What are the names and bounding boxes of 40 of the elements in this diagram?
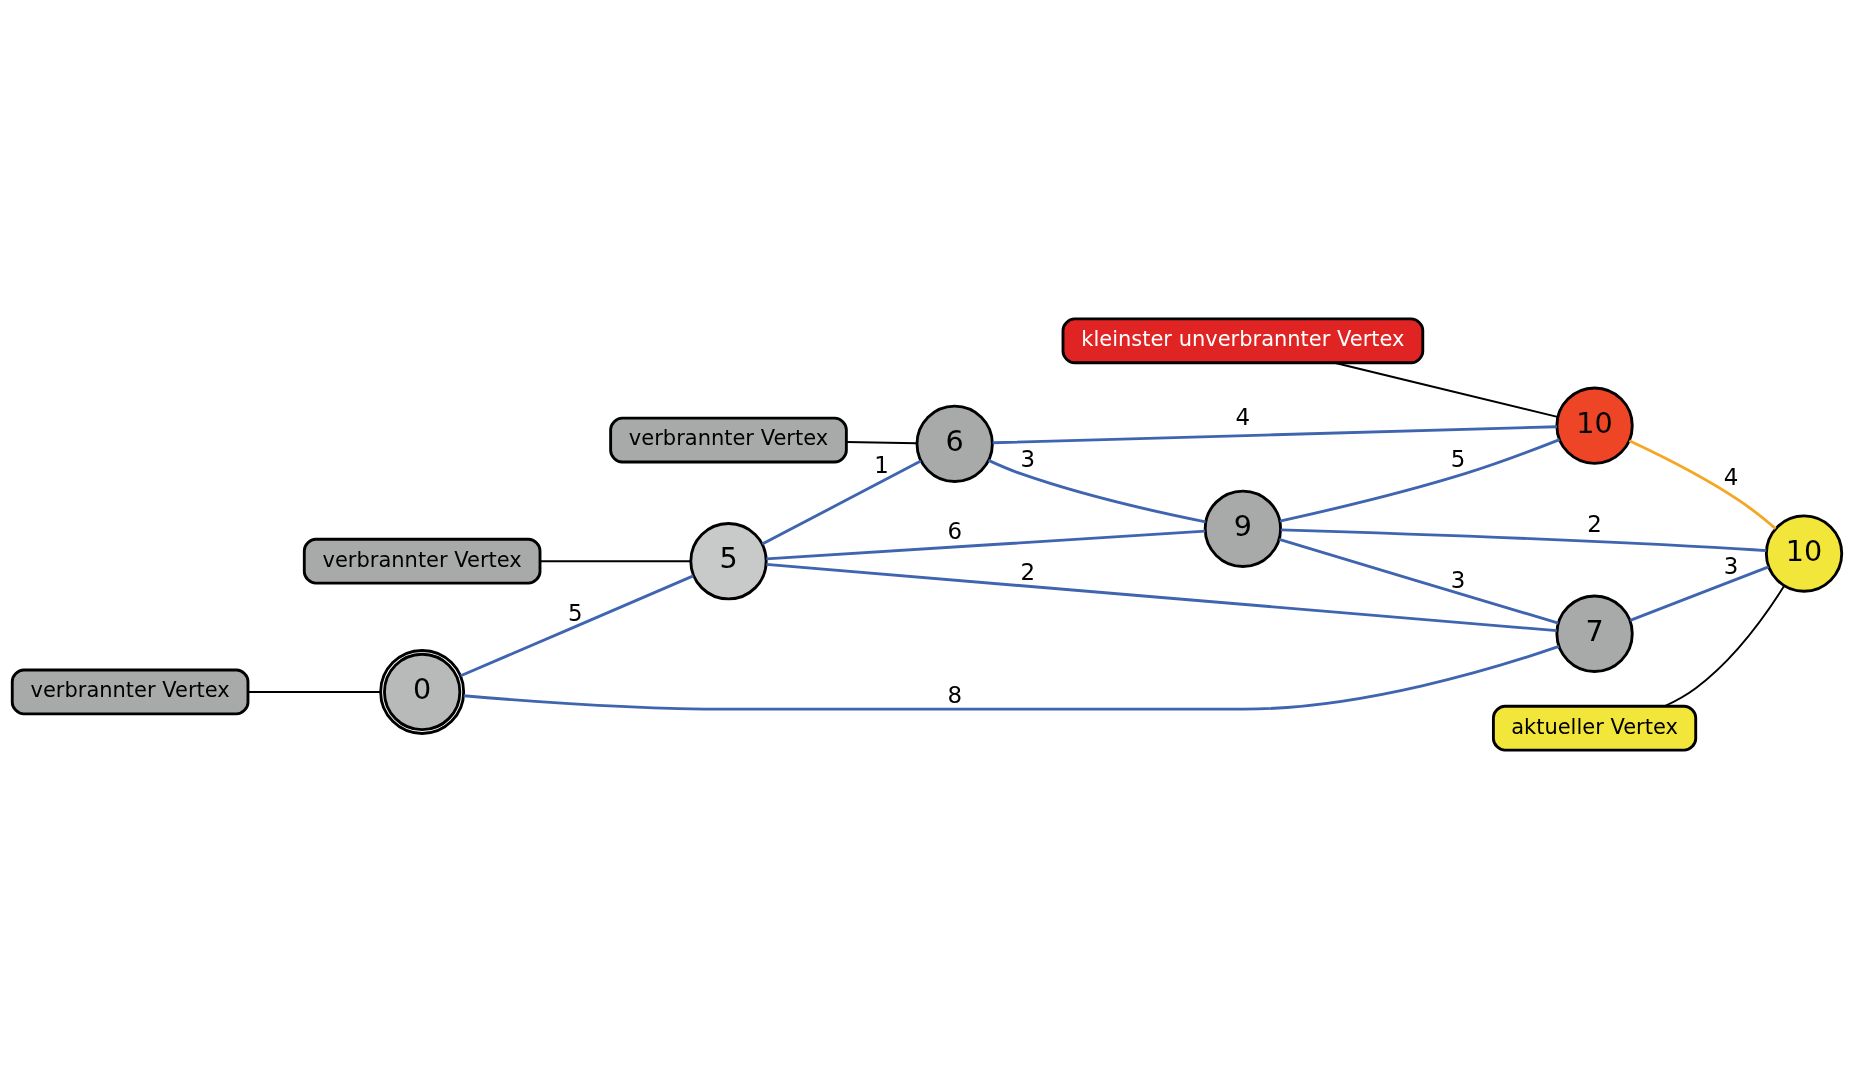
connector — [992, 425, 1557, 445]
edge-label: 5 — [1450, 445, 1466, 472]
node-box: verbrannter Vertex — [10, 668, 250, 716]
node-box: kleinster unverbrannter Vertex — [1061, 317, 1425, 365]
node-circle: 9 — [1203, 489, 1282, 568]
node-box: verbrannter Vertex — [302, 537, 542, 585]
connector — [1279, 438, 1561, 523]
connector — [845, 441, 918, 445]
node-circle: 10 — [1555, 386, 1634, 465]
connector — [766, 562, 1557, 633]
edge-label: 3 — [1723, 552, 1739, 579]
node-circle: 10 — [1764, 514, 1844, 593]
edge-label: 3 — [1450, 567, 1466, 594]
edge-label: 5 — [568, 599, 583, 626]
edge-label: 3 — [1020, 445, 1035, 472]
node-circle: 5 — [689, 522, 768, 601]
edge-label: 6 — [947, 517, 962, 544]
node-circle: 6 — [915, 404, 994, 483]
connector — [463, 645, 1560, 711]
connector — [1628, 439, 1777, 530]
connector — [766, 529, 1206, 561]
node-box: aktueller Vertex — [1492, 704, 1698, 752]
edge-label: 4 — [1235, 403, 1251, 430]
connector — [460, 574, 694, 678]
connector — [247, 691, 382, 693]
connector — [1663, 584, 1786, 708]
edge-label: 2 — [1020, 558, 1035, 585]
connector — [761, 459, 922, 546]
node-box: verbrannter Vertex — [609, 416, 848, 464]
connector — [987, 459, 1206, 524]
node-circle: 7 — [1555, 594, 1634, 673]
connector — [539, 560, 692, 563]
edge-label: 1 — [874, 451, 889, 478]
connector — [1278, 538, 1559, 625]
edge-label: 4 — [1723, 464, 1739, 491]
connector — [1333, 361, 1559, 418]
edge-label: 2 — [1587, 510, 1602, 537]
connector — [1280, 528, 1767, 553]
connector — [1629, 565, 1770, 622]
edge-label: 8 — [947, 681, 962, 708]
